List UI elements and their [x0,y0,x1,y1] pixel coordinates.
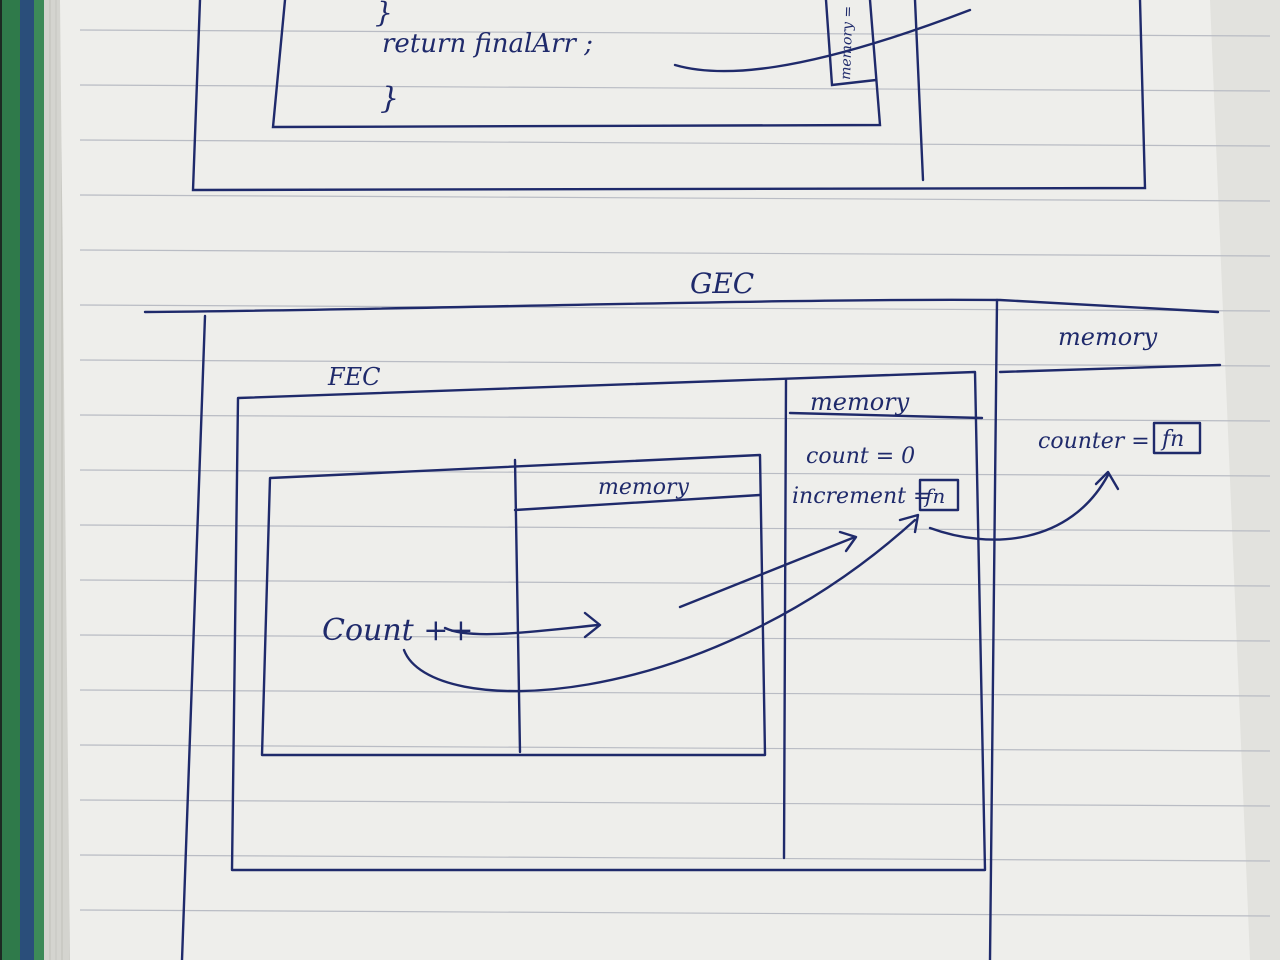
ruled-line [79,579,1271,587]
increment-label: increment = [792,484,931,509]
inner-to-fec-arrow [678,535,857,609]
count-arrow-straight [443,623,600,636]
count-label: count = 0 [806,444,915,469]
fec-memory-label: memory [810,388,910,416]
ruled-line [79,194,1271,202]
top-brace-1: } [375,0,393,29]
top-code-text: } return finalArr ; } memory = [375,0,857,116]
increment-fn-box [918,478,960,512]
inner-memory-divider [513,458,522,754]
top-brace-2: } [380,81,399,116]
fec-box [230,370,987,872]
ruled-line [79,854,1271,862]
counter-label: counter = [1038,429,1150,454]
diagram [143,298,1222,960]
ruled-line [79,744,1271,752]
gec-label: GEC [690,267,754,300]
ruled-line [79,524,1271,532]
ruled-line [79,84,1271,92]
fec-label: FEC [327,363,381,391]
inner-memory-underline [513,493,762,512]
ruled-line [79,799,1271,807]
inner-to-fec-arrow-head [838,530,858,553]
gec-top-line [143,298,1220,314]
fec-memory-underline [788,411,984,420]
top-return-line: return finalArr ; [382,29,593,59]
diagram-labels: GEC FEC memory memory memory count = 0 i… [322,267,1184,648]
ruled-line [79,909,1271,917]
ruled-line [79,139,1271,147]
count-arrow-straight-head [583,611,602,639]
top-inner-box [271,0,882,129]
gec-memory-label: memory [1058,323,1158,351]
top-side-memory-label: memory = [838,6,857,81]
top-outer-box [191,0,1147,192]
fn-to-counter-arrow-head [1094,470,1120,491]
ruled-line [79,359,1271,367]
increment-fn-value: fn [923,484,945,508]
count-arrow-curve [402,518,917,693]
top-arrow-curve [673,8,972,73]
counter-fn-value: fn [1160,427,1184,452]
ruled-line [79,689,1271,697]
count-arrow-curve-head [898,513,920,534]
fn-to-counter-arrow [928,473,1110,541]
ruled-line [79,414,1271,422]
ruled-line [79,634,1271,642]
ruled-line [79,249,1271,257]
ruled-line [79,304,1271,312]
inner-memory-label: memory [598,475,690,500]
ruled-lines [79,29,1271,917]
ruled-line [79,29,1271,37]
top-sketch [191,0,1147,192]
fec-memory-divider [782,378,788,860]
paper-page [60,0,1280,960]
counter-fn-box [1152,421,1202,455]
inner-code-text: Count ++ [322,613,474,648]
gec-left-line [180,314,207,960]
ruled-line [79,469,1271,477]
inner-box [260,453,767,757]
gec-divider-line [988,298,999,960]
top-memory-column [824,0,878,87]
gec-memory-underline [998,363,1222,374]
